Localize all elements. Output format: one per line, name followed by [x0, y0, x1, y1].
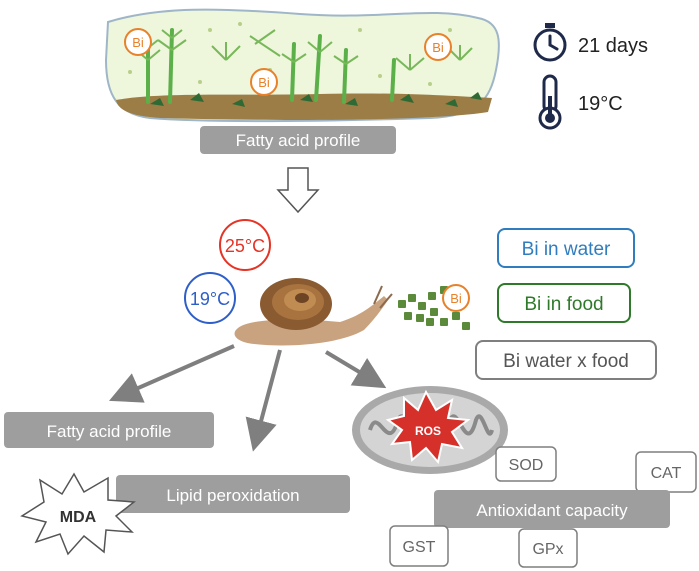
gst-box: GST [389, 525, 449, 567]
duration-label: 21 days [578, 35, 648, 57]
fatty-acid-label: Fatty acid profile [47, 422, 172, 441]
bi-particle-2: Bi [250, 68, 278, 96]
bi-particle-3: Bi [424, 33, 452, 61]
cat-label: CAT [651, 465, 682, 482]
outcome-arrows [109, 344, 387, 452]
fatty-acid-box: Fatty acid profile [4, 412, 214, 448]
suspended-particles [128, 22, 452, 86]
aquarium-water [104, 8, 500, 122]
gpx-label: GPx [532, 541, 563, 558]
arrow-to-mitochondrion [324, 350, 387, 389]
sod-label: SOD [509, 457, 544, 474]
bi-label: Bi [258, 75, 270, 90]
ros-label: ROS [415, 424, 441, 438]
bi-in-water-label: Bi in water [522, 239, 611, 260]
snail-illustration [234, 278, 393, 346]
sediment-leaves [150, 92, 482, 107]
temperature-label: 19°C [578, 93, 623, 115]
aquarium-caption: Fatty acid profile [236, 131, 361, 150]
arrow-to-fatty-acid [109, 344, 235, 403]
sod-box: SOD [495, 446, 557, 482]
food-bi-particle: Bi [442, 284, 470, 312]
temp-high-badge: 25°C [219, 219, 271, 271]
bi-label: Bi [450, 291, 462, 306]
temp-low-badge: 19°C [184, 272, 236, 324]
aquarium-caption-box: Fatty acid profile [200, 126, 396, 154]
bi-water-food-label: Bi water x food [503, 351, 629, 372]
ros-burst: ROS [385, 389, 471, 465]
aquarium-sediment [116, 93, 492, 120]
lipid-peroxidation-box: Lipid peroxidation [116, 475, 350, 513]
bi-particle-1: Bi [124, 28, 152, 56]
bi-in-food-label: Bi in food [524, 294, 603, 315]
temp-high-label: 25°C [225, 236, 265, 256]
aquarium-illustration: Bi Bi Bi [104, 8, 500, 122]
cat-box: CAT [635, 451, 697, 493]
antioxidant-capacity-box: Antioxidant capacity [434, 490, 670, 528]
thermometer-icon [538, 74, 562, 130]
lipid-peroxidation-label: Lipid peroxidation [166, 486, 299, 505]
bi-water-food-box: Bi water x food [475, 340, 657, 380]
bi-in-food-box: Bi in food [497, 283, 631, 323]
plant-fronds [135, 29, 473, 71]
down-arrow-icon [276, 167, 320, 214]
gst-label: GST [403, 539, 436, 556]
mda-label: MDA [60, 509, 97, 526]
bi-in-water-box: Bi in water [497, 228, 635, 268]
food-pellets [398, 286, 470, 330]
temp-low-label: 19°C [190, 289, 230, 309]
stopwatch-icon [533, 23, 567, 62]
bi-label: Bi [132, 35, 144, 50]
bi-label: Bi [432, 40, 444, 55]
arrow-to-lipid-peroxidation [245, 349, 282, 452]
antioxidant-capacity-label: Antioxidant capacity [476, 501, 628, 520]
mda-burst: MDA [20, 472, 136, 556]
gpx-box: GPx [518, 528, 578, 568]
